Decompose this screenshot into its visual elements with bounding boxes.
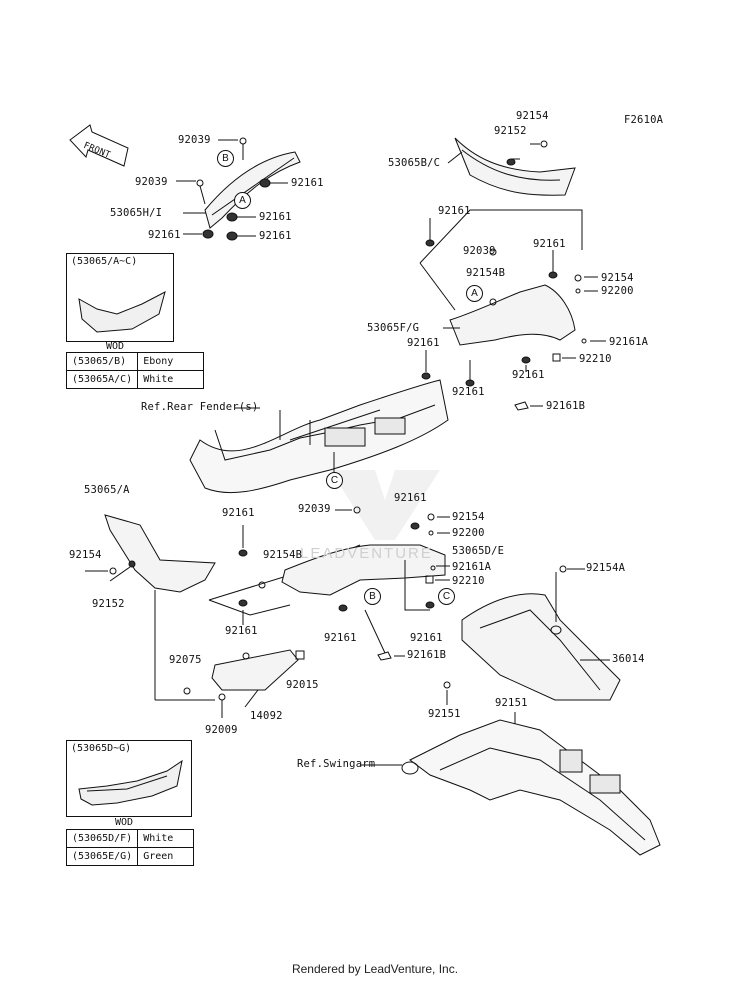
part-label[interactable]: 92015	[286, 679, 319, 691]
part-label[interactable]: 92151	[428, 708, 461, 720]
part-label[interactable]: 92161	[407, 337, 440, 349]
cover-thumbnail-bottom	[78, 759, 183, 806]
legend-bottom-box	[66, 740, 192, 817]
part-label[interactable]: 92009	[205, 724, 238, 736]
leader-box-upper	[419, 209, 583, 311]
legend-color: Ebony	[137, 352, 205, 371]
part-label[interactable]: 92154	[69, 549, 102, 561]
part-label[interactable]: 92161	[410, 632, 443, 644]
callout-b-lower: B	[364, 588, 381, 605]
watermark-text: LEADVENTURE	[300, 545, 433, 562]
part-label[interactable]: 53065D/E	[452, 545, 505, 557]
part-label[interactable]: 92152	[92, 598, 125, 610]
part-label[interactable]: 92161	[452, 386, 485, 398]
part-label[interactable]: 92154B	[466, 267, 506, 279]
part-label[interactable]: 92075	[169, 654, 202, 666]
part-label[interactable]: 92161A	[452, 561, 492, 573]
part-label[interactable]: 92161	[225, 625, 258, 637]
callout-a-mid: A	[466, 285, 483, 302]
part-label[interactable]: 92161A	[609, 336, 649, 348]
part-label[interactable]: 92161	[259, 211, 292, 223]
part-label[interactable]: 92200	[601, 285, 634, 297]
part-label[interactable]: 92154	[516, 110, 549, 122]
swingarm-part	[360, 719, 661, 856]
part-label[interactable]: 14092	[250, 710, 283, 722]
part-label[interactable]: 92039	[135, 176, 168, 188]
part-label[interactable]: 53065F/G	[367, 322, 420, 334]
part-label[interactable]: 92152	[494, 125, 527, 137]
part-label[interactable]: 92210	[579, 353, 612, 365]
part-label[interactable]: 92039	[178, 134, 211, 146]
table-row: (53065E/G) Green	[65, 847, 195, 866]
legend-bottom-wod: WOD	[115, 817, 134, 828]
legend-bottom-table: (53065D/F) White (53065E/G) Green	[65, 829, 195, 866]
part-label[interactable]: 92200	[452, 527, 485, 539]
part-label[interactable]: 92161B	[407, 649, 447, 661]
part-label[interactable]: 92161	[222, 507, 255, 519]
watermark-graphic	[330, 470, 440, 540]
footer-text: Rendered by LeadVenture, Inc.	[291, 962, 459, 976]
part-label[interactable]: 92161	[324, 632, 357, 644]
cover-thumbnail-top	[78, 291, 166, 333]
part-label[interactable]: 92210	[452, 575, 485, 587]
legend-color: White	[137, 829, 195, 848]
legend-code: (53065E/G)	[65, 847, 139, 866]
legend-top-table: (53065/B) Ebony (53065A/C) White	[65, 352, 205, 389]
bracket-14092-part	[155, 649, 305, 718]
rear-fender-part	[189, 379, 449, 494]
part-label[interactable]: 92154	[601, 272, 634, 284]
part-label[interactable]: 92161	[533, 238, 566, 250]
callout-c-fender: C	[326, 472, 343, 489]
chain-guard-36014-part	[443, 565, 621, 734]
cover-53065de-part	[281, 506, 450, 661]
front-arrow-icon	[69, 124, 129, 167]
legend-color: Green	[137, 847, 195, 866]
legend-code: (53065D/F)	[65, 829, 139, 848]
ref-rear-fender-label[interactable]: Ref.Rear Fender(s)	[141, 401, 259, 413]
part-label[interactable]: 92154B	[263, 549, 303, 561]
part-label[interactable]: 53065/A	[84, 484, 130, 496]
part-label[interactable]: 53065B/C	[388, 157, 441, 169]
part-label[interactable]: 92151	[495, 697, 528, 709]
table-row: (53065D/F) White	[65, 829, 195, 848]
cover-53065hi-part	[176, 137, 301, 241]
part-label[interactable]: 92161	[148, 229, 181, 241]
ref-swingarm-label[interactable]: Ref.Swingarm	[297, 758, 376, 770]
figure-code: F2610A	[624, 114, 664, 126]
legend-top-wod: WOD	[106, 341, 125, 352]
legend-code: (53065A/C)	[65, 370, 139, 389]
part-label[interactable]: 92161	[259, 230, 292, 242]
legend-code: (53065/B)	[65, 352, 139, 371]
callout-b-top: B	[217, 150, 234, 167]
legend-bottom-title: (53065D~G)	[71, 743, 132, 754]
legend-top-box	[66, 253, 174, 342]
fasteners-upper-mid	[421, 350, 543, 411]
part-label[interactable]: 92161	[394, 492, 427, 504]
table-row: (53065A/C) White	[65, 370, 205, 389]
part-label[interactable]: 92161	[512, 369, 545, 381]
cover-53065a-part	[85, 514, 216, 700]
part-label[interactable]: 92161	[438, 205, 471, 217]
callout-c-lower: C	[438, 588, 455, 605]
legend-top-title: (53065/A~C)	[71, 256, 138, 267]
table-row: (53065/B) Ebony	[65, 352, 205, 371]
legend-color: White	[137, 370, 205, 389]
part-label[interactable]: 92161B	[546, 400, 586, 412]
part-label[interactable]: 92161	[291, 177, 324, 189]
part-label[interactable]: 36014	[612, 653, 645, 665]
part-label[interactable]: 92039	[463, 245, 496, 257]
part-label[interactable]: 92154	[452, 511, 485, 523]
part-label[interactable]: 92154A	[586, 562, 626, 574]
callout-a-top: A	[234, 192, 251, 209]
cover-53065bc-part	[447, 137, 576, 196]
cover-53065fg-part	[443, 274, 606, 362]
part-label[interactable]: 92039	[298, 503, 331, 515]
part-label[interactable]: 53065H/I	[110, 207, 163, 219]
